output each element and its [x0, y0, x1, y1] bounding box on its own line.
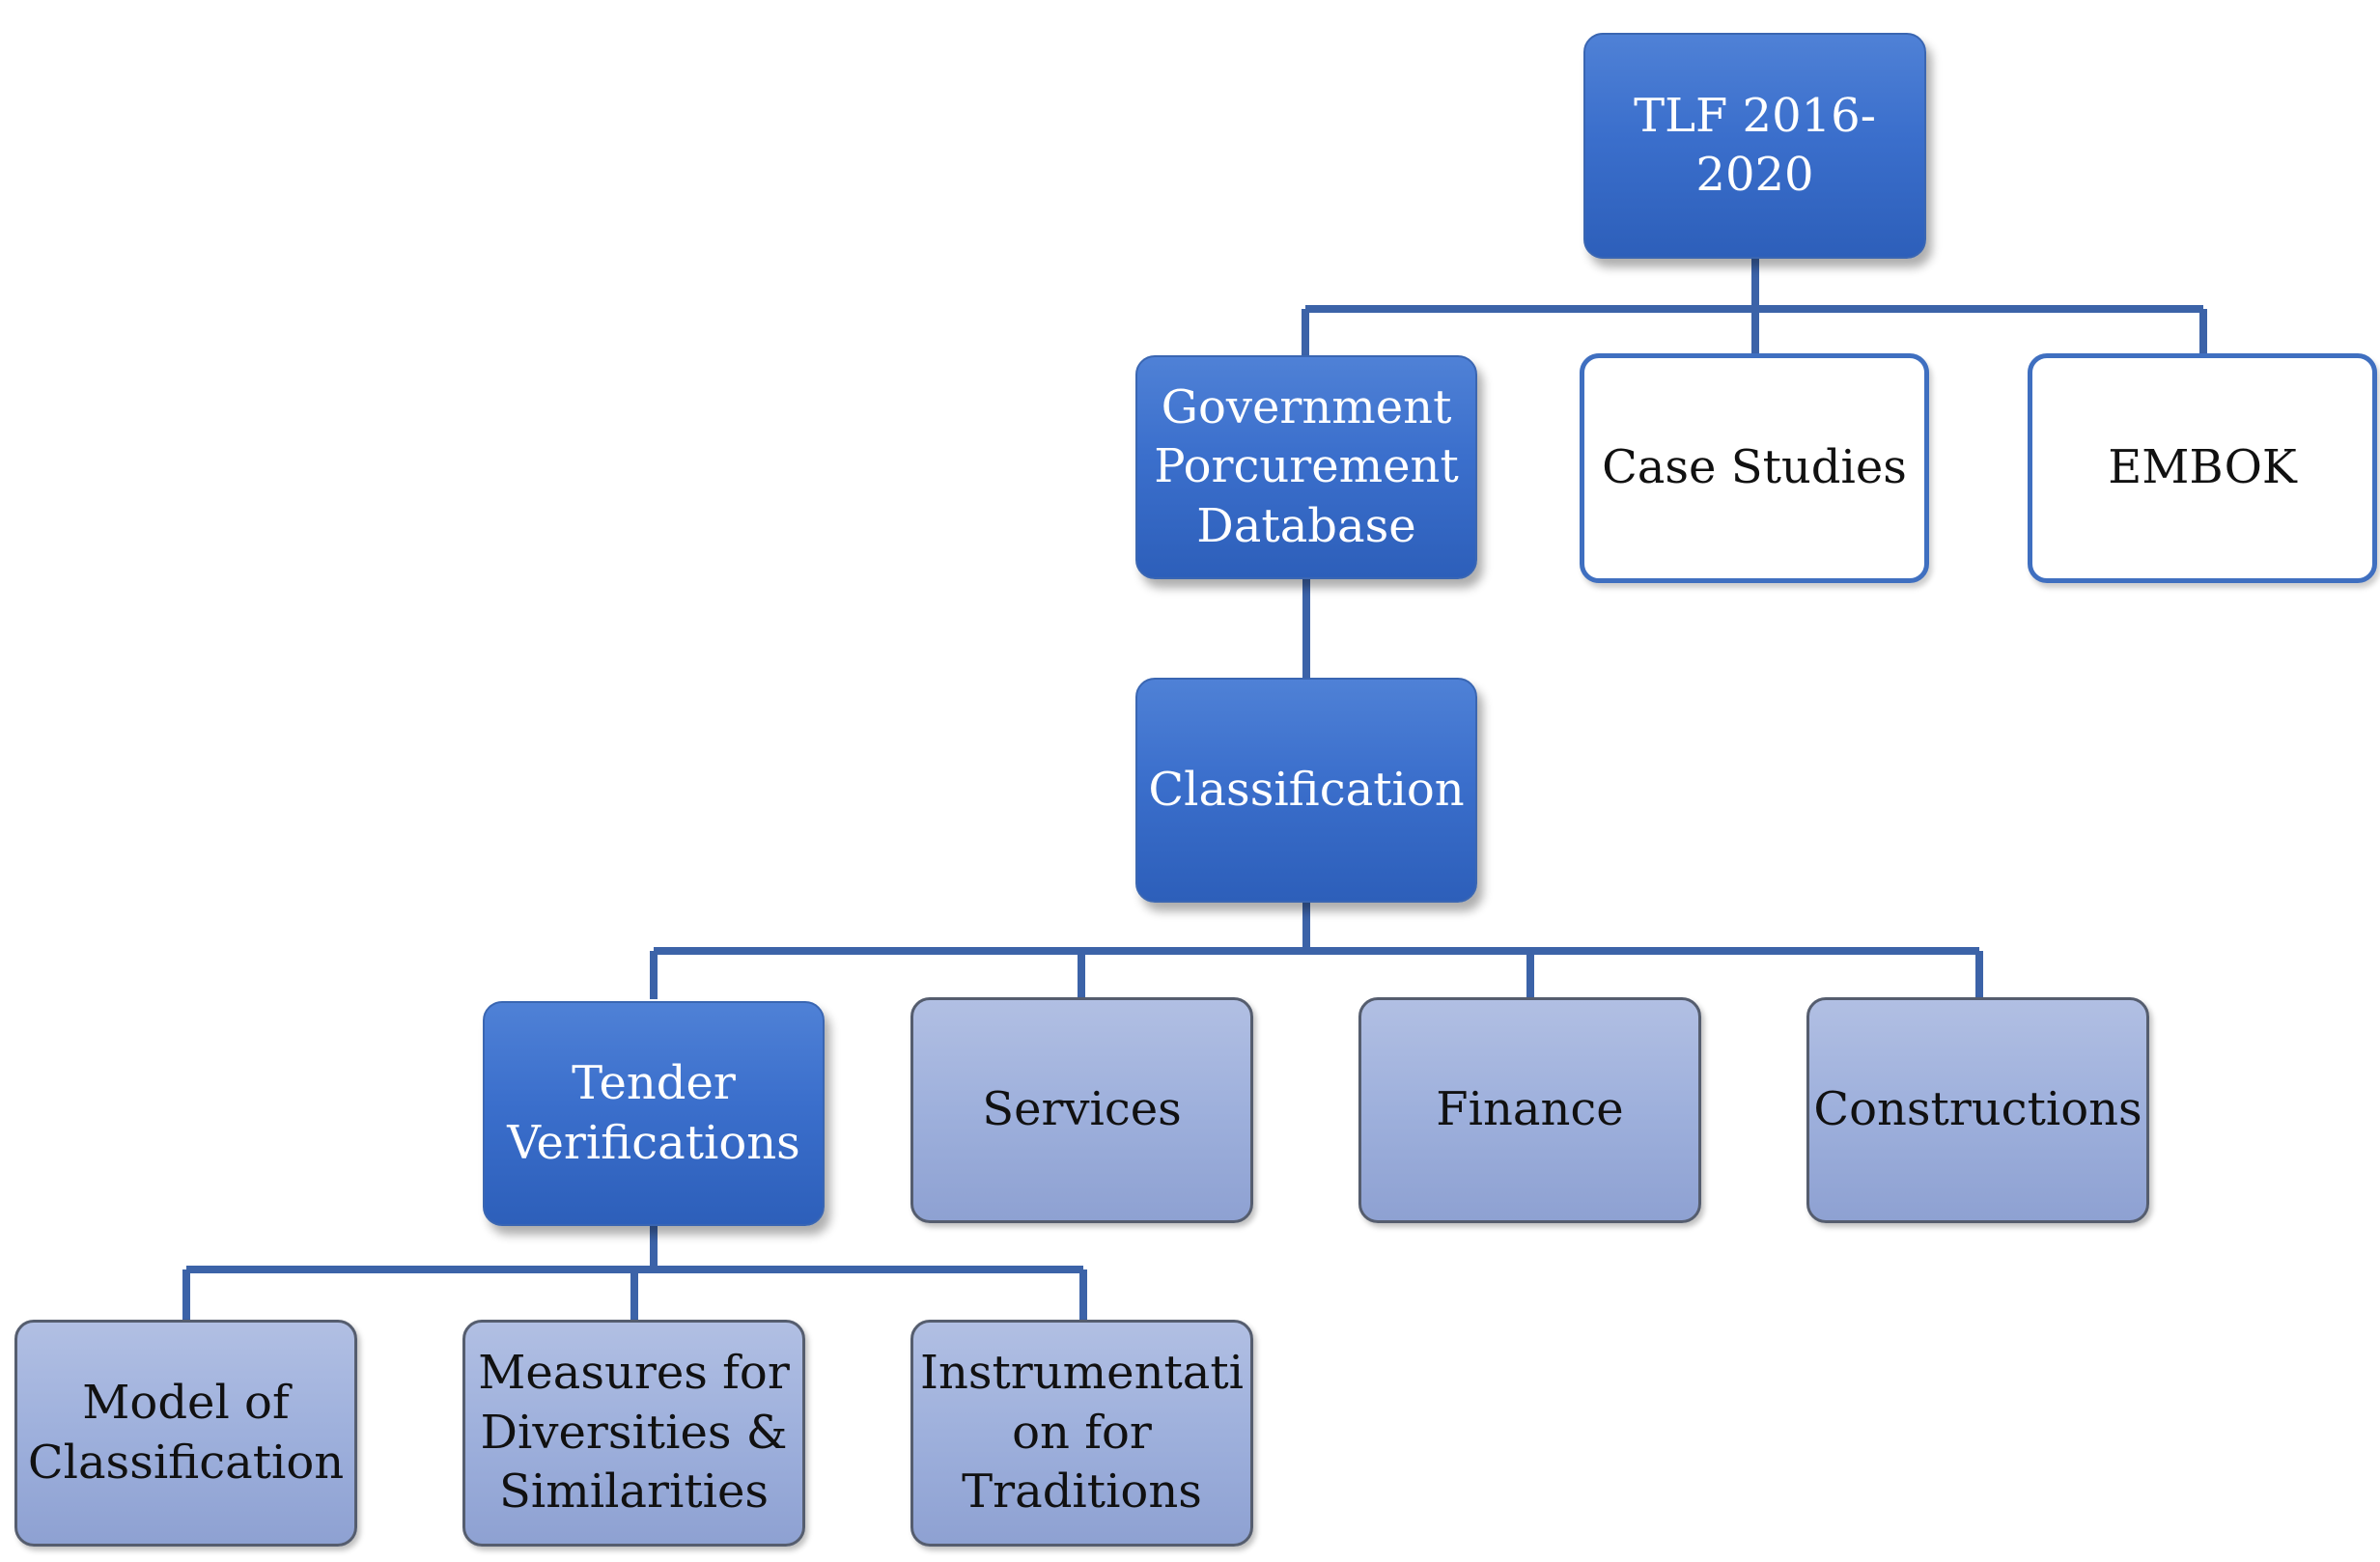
node-case-studies: Case Studies	[1580, 353, 1929, 583]
node-services: Services	[910, 997, 1253, 1223]
node-constructions: Constructions	[1806, 997, 2149, 1223]
node-instrumentation: Instrumentati on for Traditions	[910, 1320, 1253, 1547]
connector-classification-children	[650, 903, 1983, 999]
node-classification: Classification	[1135, 678, 1477, 903]
node-measures: Measures for Diversities & Similarities	[462, 1320, 805, 1547]
node-government-database: Government Porcurement Database	[1135, 355, 1477, 579]
node-finance: Finance	[1358, 997, 1701, 1223]
node-embok: EMBOK	[2028, 353, 2377, 583]
node-tlf: TLF 2016- 2020	[1583, 33, 1926, 259]
node-tender-verifications: Tender Verifications	[483, 1001, 825, 1226]
connector-tender-children	[182, 1226, 1087, 1321]
node-model-of-classification: Model of Classification	[14, 1320, 357, 1547]
connector-tlf-children	[1302, 259, 2207, 355]
